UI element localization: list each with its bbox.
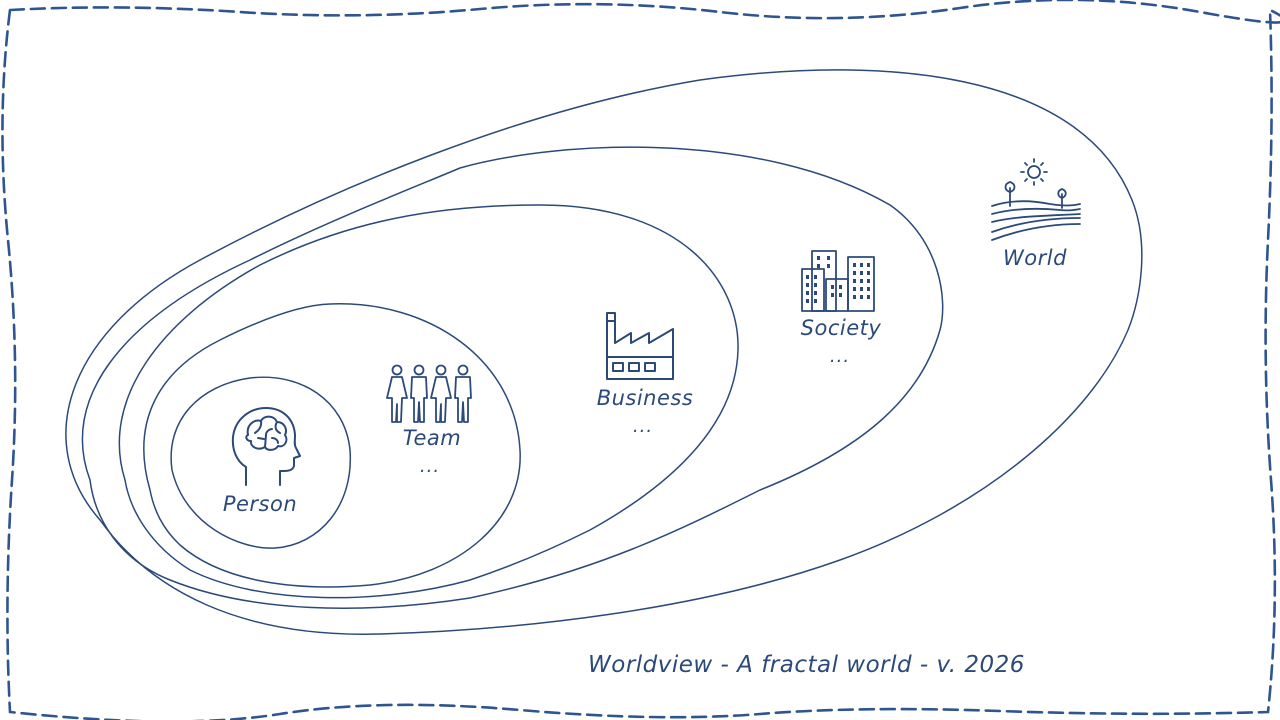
business-ring [118,204,739,599]
world-ring [65,69,1143,635]
team-ring [143,303,521,588]
world-label: World [1003,246,1067,270]
society-ellipsis: ... [829,346,851,367]
business-label: Business [596,386,694,410]
business-ellipsis: ... [632,416,654,437]
team-ellipsis: ... [419,456,441,477]
city-buildings-icon [800,249,876,313]
person-ring [170,376,352,549]
team-people-icon [386,364,476,424]
person-label: Person [222,492,298,516]
factory-icon [603,309,677,381]
team-label: Team [402,426,462,450]
society-label: Society [800,316,882,340]
diagram-caption: Worldview - A fractal world - v. 2026 [588,652,1025,678]
head-brain-icon [228,405,304,487]
society-ring [81,146,944,609]
landscape-sun-icon [990,156,1082,244]
